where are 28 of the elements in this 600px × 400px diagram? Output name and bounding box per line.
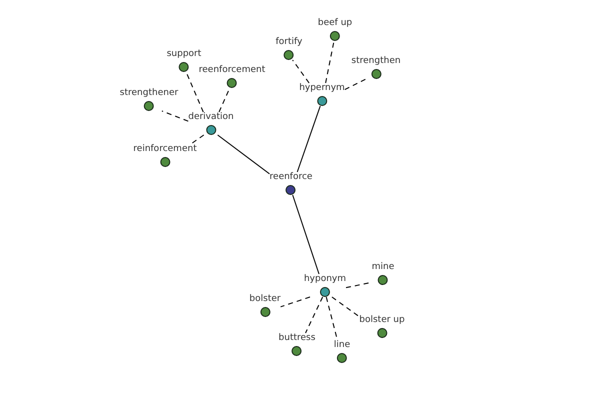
dashed-connector bbox=[161, 110, 189, 122]
node-label: line bbox=[334, 340, 350, 351]
node-label: hypernym bbox=[299, 83, 345, 94]
dashed-connector bbox=[344, 78, 366, 90]
node-label: mine bbox=[372, 262, 394, 273]
node-label: buttress bbox=[278, 333, 316, 344]
dashed-connector bbox=[331, 296, 360, 318]
node-label: reenforce bbox=[270, 172, 312, 183]
node-label: strengthener bbox=[120, 88, 178, 99]
node-label: reinforcement bbox=[133, 144, 197, 155]
dashed-connector bbox=[325, 40, 334, 84]
node-label: derivation bbox=[188, 112, 234, 123]
dashed-connector bbox=[305, 296, 324, 334]
dashed-connector bbox=[186, 72, 204, 112]
dashed-connector bbox=[280, 296, 310, 308]
node-label: beef up bbox=[318, 18, 352, 29]
connector bbox=[292, 194, 320, 274]
connector bbox=[217, 134, 270, 174]
node-label: reenforcement bbox=[198, 65, 266, 76]
node-label: fortify bbox=[276, 37, 302, 48]
node-label: bolster up bbox=[359, 315, 405, 326]
node-label: hyponym bbox=[304, 274, 346, 285]
node-label: strengthen bbox=[351, 56, 401, 67]
node-label: bolster bbox=[249, 294, 281, 305]
dashed-connector bbox=[190, 134, 204, 144]
node-label: support bbox=[166, 49, 202, 60]
dashed-connector bbox=[292, 60, 310, 84]
connector bbox=[296, 106, 321, 172]
